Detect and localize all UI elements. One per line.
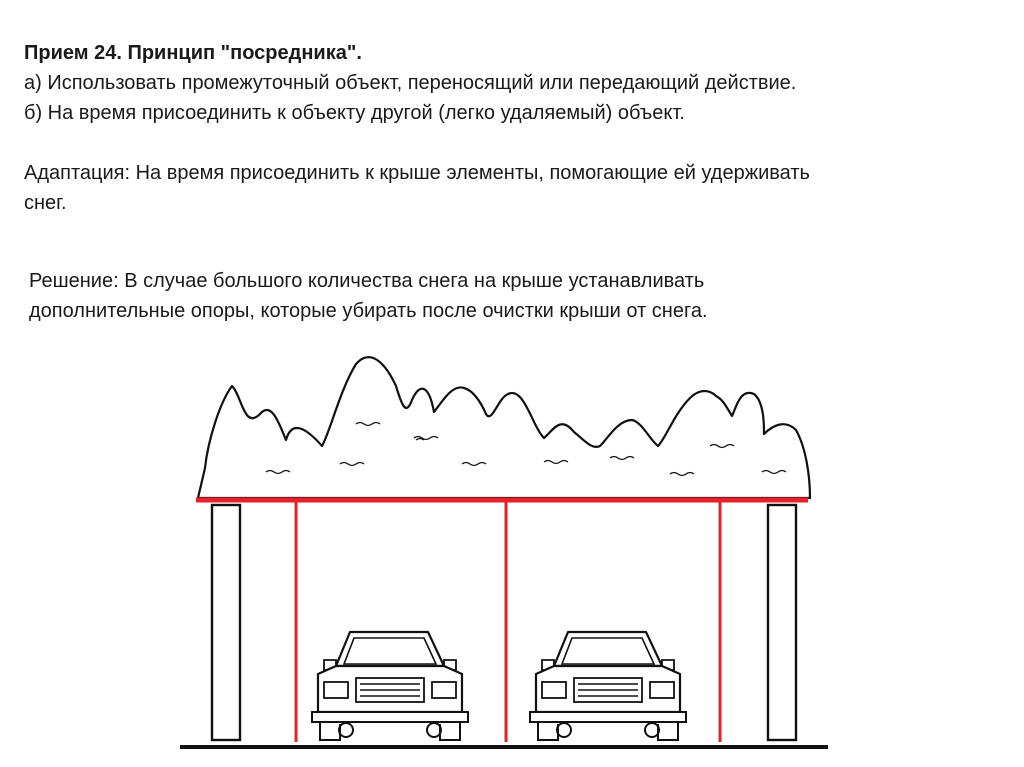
point-b: б) На время присоединить к объекту друго… [24,102,685,124]
point-a: а) Использовать промежуточный объект, пе… [24,72,797,94]
carport-illustration [180,350,840,760]
carport-svg [180,356,828,749]
solution-line-2: дополнительные опоры, которые убирать по… [29,300,708,322]
car-right [528,630,688,742]
snow-pile [196,356,812,500]
adaptation-line-2: снег. [24,192,67,214]
right-pillar [766,503,798,742]
spacer [24,128,984,158]
snow-texture [265,421,787,477]
solution-line-1: Решение: В случае большого количества сн… [29,270,705,292]
car-left [310,630,470,742]
adaptation-line-1: Адаптация: На время присоединить к крыше… [24,162,810,184]
principle-text-block: Прием 24. Принцип "посредника". а) Испол… [24,38,984,218]
slide-title: Прием 24. Принцип "посредника". [24,42,362,64]
solution-text-block: Решение: В случае большого количества сн… [29,266,989,326]
left-pillar [210,503,242,742]
